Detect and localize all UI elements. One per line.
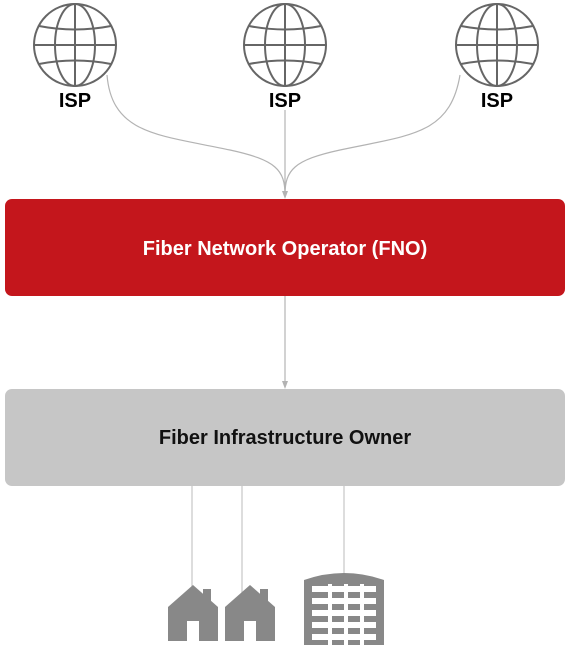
- isp-label: ISP: [59, 90, 91, 112]
- globe-icon: [243, 3, 327, 87]
- fno-label: Fiber Network Operator (FNO): [143, 238, 427, 260]
- owner-box: [5, 389, 565, 486]
- isp-label: ISP: [481, 90, 513, 112]
- isp-node: ISP: [455, 3, 539, 112]
- fno-node: Fiber Network Operator (FNO): [5, 199, 565, 296]
- owner-label: Fiber Infrastructure Owner: [159, 427, 411, 449]
- office-building-icon: [304, 573, 384, 645]
- owner-node: Fiber Infrastructure Owner: [5, 389, 565, 486]
- isp-node: ISP: [33, 3, 117, 112]
- house-icon: [225, 585, 275, 641]
- house-icon: [168, 585, 218, 641]
- isp-label: ISP: [269, 90, 301, 112]
- endpoint-connectors: [191, 486, 345, 600]
- fno-box: [5, 199, 565, 296]
- isp-node: ISP: [243, 3, 327, 112]
- isp-connector-right: [282, 74, 461, 199]
- isp-connector-left: [106, 74, 286, 196]
- globe-icon: [455, 3, 539, 87]
- globe-icon: [33, 3, 117, 87]
- isp-connectors: [106, 74, 461, 199]
